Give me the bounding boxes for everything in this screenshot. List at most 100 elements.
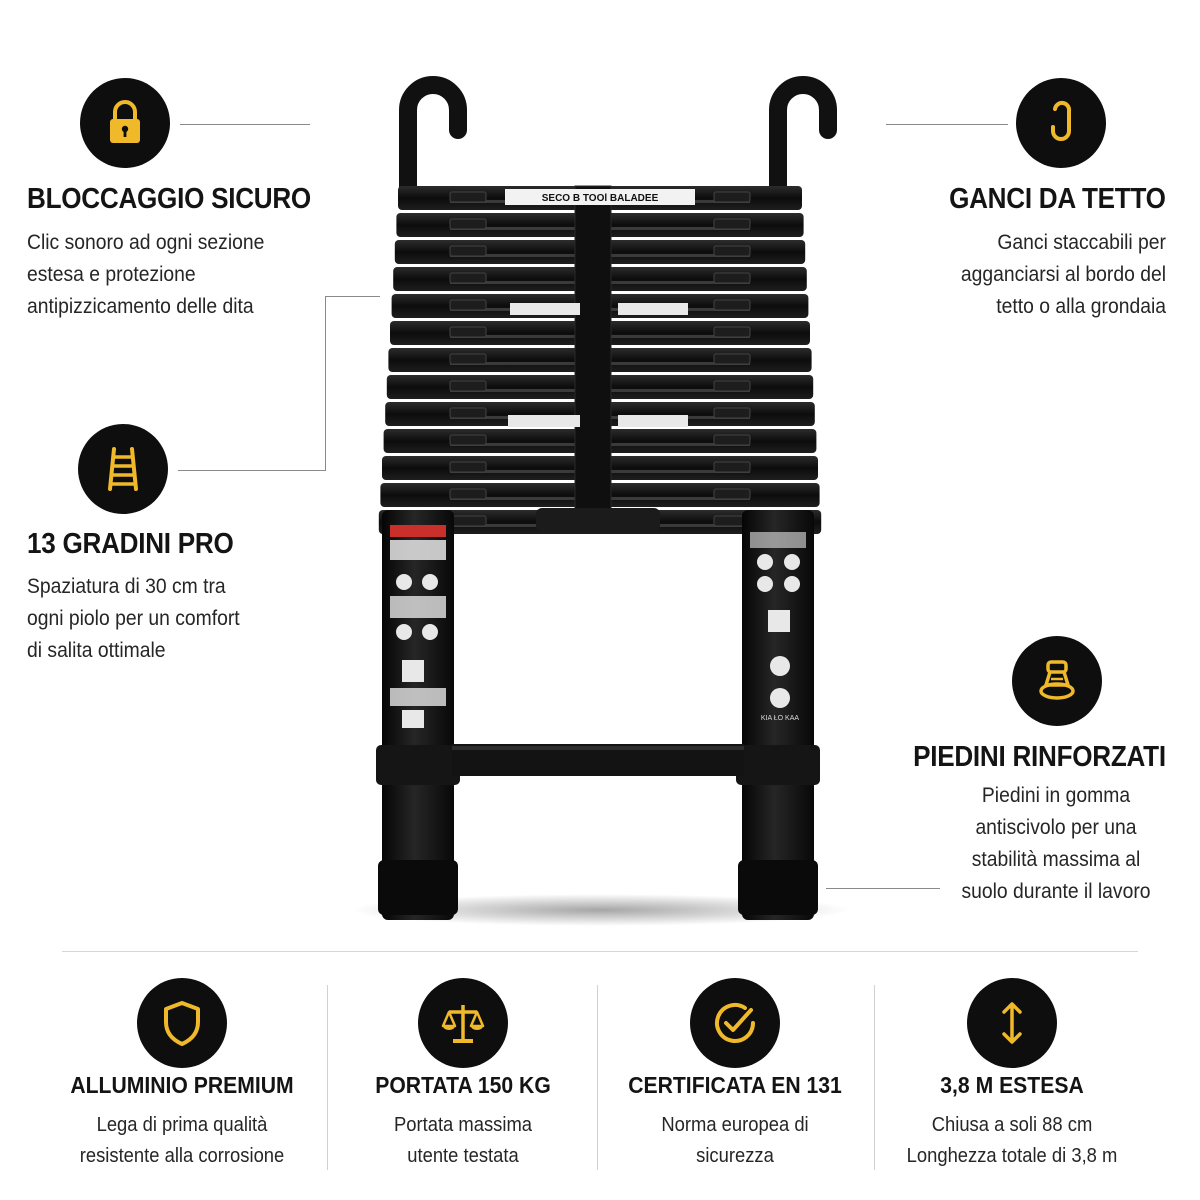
shield-icon	[164, 1001, 200, 1046]
ladder-icon-badge	[78, 424, 168, 514]
left-rubber-foot	[378, 860, 458, 915]
double-arrow-icon-badge	[967, 978, 1057, 1068]
warning-strip	[618, 303, 688, 315]
bottom-feature-title: CERTIFICATA EN 131	[628, 1072, 842, 1098]
bottom-feature-aluminium: ALLUMINIO PREMIUM Lega di prima qualità …	[48, 978, 316, 1178]
rung-lock-button	[449, 434, 487, 446]
rung-lock-button	[449, 353, 487, 365]
lock-desc-line: Clic sonoro ad ogni sezione	[27, 231, 265, 254]
rung-lock-button	[713, 218, 751, 230]
rung-lock-button	[449, 326, 487, 338]
scale-icon-badge	[418, 978, 508, 1068]
left-tube-sleeve	[376, 745, 460, 785]
rung-lock-button	[449, 191, 487, 203]
bottom-desc-line: sicurezza	[696, 1145, 774, 1167]
steps-feature-description: Spaziatura di 30 cm tra ogni piolo per u…	[27, 571, 240, 667]
steps-leader-horizontal	[178, 470, 326, 471]
column-divider	[597, 985, 598, 1170]
bottom-feature-title: PORTATA 150 KG	[375, 1072, 551, 1098]
rubber-foot-icon	[1039, 660, 1075, 700]
rung-lock-button	[449, 245, 487, 257]
feet-feature-title: PIEDINI RINFORZATI	[913, 741, 1166, 773]
rung-lock-button	[449, 488, 487, 500]
steps-leader-vertical	[325, 296, 326, 471]
scale-icon	[441, 1005, 485, 1043]
top-rung-label	[505, 189, 695, 205]
ladder-icon	[108, 447, 138, 491]
transport-strap	[574, 185, 612, 532]
rung-lock-button	[713, 245, 751, 257]
bottom-feature-description: Lega di prima qualità resistente alla co…	[59, 1110, 306, 1172]
shield-icon-badge	[137, 978, 227, 1068]
feet-desc-line: suolo durante il lavoro	[961, 880, 1151, 903]
lock-icon	[110, 100, 140, 143]
lock-feature-title: BLOCCAGGIO SICURO	[27, 183, 311, 215]
bottom-desc-line: Lega di prima qualità	[96, 1114, 268, 1136]
right-roof-hook	[769, 76, 837, 197]
right-rubber-foot	[738, 860, 818, 915]
steps-desc-line: ogni piolo per un comfort	[27, 607, 240, 630]
lock-feature-description: Clic sonoro ad ogni sezione estesa e pro…	[27, 227, 264, 323]
right-tube-sleeve	[736, 745, 820, 785]
steps-leader-top	[325, 296, 380, 297]
rung-lock-button	[449, 515, 487, 527]
rung-lock-button	[713, 299, 751, 311]
column-divider	[327, 985, 328, 1170]
telescopic-ladder-illustration: SECO B TOOl BALADEE KIA ŁO KAA	[350, 76, 850, 926]
rung-lock-button	[713, 353, 751, 365]
bottom-desc-line: resistente alla corrosione	[79, 1145, 285, 1167]
check-badge-icon-badge	[690, 978, 780, 1068]
bottom-desc-line: Chiusa a soli 88 cm	[931, 1114, 1093, 1136]
hook-feature-title: GANCI DA TETTO	[949, 183, 1166, 215]
floor-shadow	[350, 894, 850, 926]
rubber-foot-icon-badge	[1012, 636, 1102, 726]
rung-lock-button	[713, 191, 751, 203]
rung-lock-button	[449, 461, 487, 473]
foot-sticker-text: KIA ŁO KAA	[761, 715, 799, 722]
hook-desc-line: agganciarsi al bordo del	[960, 263, 1166, 286]
bottom-feature-title: 3,8 M ESTESA	[940, 1072, 1084, 1098]
feet-desc-line: Piedini in gomma	[981, 784, 1131, 807]
rung-lock-button	[713, 488, 751, 500]
top-rung-label-text: SECO B TOOl BALADEE	[542, 193, 659, 204]
strap-buckle	[536, 508, 660, 532]
warning-strip	[618, 415, 688, 427]
steps-desc-line: di salita ottimale	[27, 639, 166, 662]
hook-icon	[1051, 100, 1072, 141]
hook-leader-line	[886, 124, 1008, 125]
rung-lock-button	[449, 218, 487, 230]
bottom-desc-line: Longhezza totale di 3,8 m	[906, 1145, 1118, 1167]
rung-lock-button	[713, 434, 751, 446]
bottom-desc-line: utente testata	[407, 1145, 519, 1167]
bottom-feature-title: ALLUMINIO PREMIUM	[70, 1072, 294, 1098]
lock-desc-line: estesa e protezione	[27, 263, 196, 286]
right-safety-sticker: KIA ŁO KAA	[750, 532, 806, 722]
feet-desc-line: stabilità massima al	[971, 848, 1141, 871]
double-arrow-icon	[1002, 1002, 1022, 1044]
hook-feature-description: Ganci staccabili per agganciarsi al bord…	[961, 227, 1166, 323]
feet-leader-line	[826, 888, 940, 889]
bottom-feature-certification: CERTIFICATA EN 131 Norma europea di sicu…	[601, 978, 869, 1178]
lock-desc-line: antipizzicamento delle dita	[27, 295, 254, 318]
check-badge-icon	[715, 1002, 755, 1043]
rung-lock-button	[449, 380, 487, 392]
feet-feature-description: Piedini in gomma antiscivolo per una sta…	[931, 780, 1181, 908]
steps-desc-line: Spaziatura di 30 cm tra	[27, 575, 226, 598]
feet-desc-line: antiscivolo per una	[975, 816, 1137, 839]
rung-lock-button	[449, 299, 487, 311]
hook-desc-line: tetto o alla grondaia	[996, 295, 1166, 318]
bottom-feature-description: Portata massima utente testata	[340, 1110, 587, 1172]
lock-leader-line	[180, 124, 310, 125]
hook-desc-line: Ganci staccabili per	[997, 231, 1166, 254]
column-divider	[874, 985, 875, 1170]
bottom-section-divider	[62, 951, 1138, 952]
rung-lock-button	[449, 407, 487, 419]
bottom-desc-line: Portata massima	[393, 1114, 533, 1136]
rung-lock-button	[713, 407, 751, 419]
warning-strip	[508, 415, 580, 427]
left-roof-hook	[399, 76, 467, 197]
hook-icon-badge	[1016, 78, 1106, 168]
rung-lock-button	[449, 272, 487, 284]
bottom-feature-length: 3,8 M ESTESA Chiusa a soli 88 cm Longhez…	[878, 978, 1146, 1178]
rung-lock-button	[713, 272, 751, 284]
